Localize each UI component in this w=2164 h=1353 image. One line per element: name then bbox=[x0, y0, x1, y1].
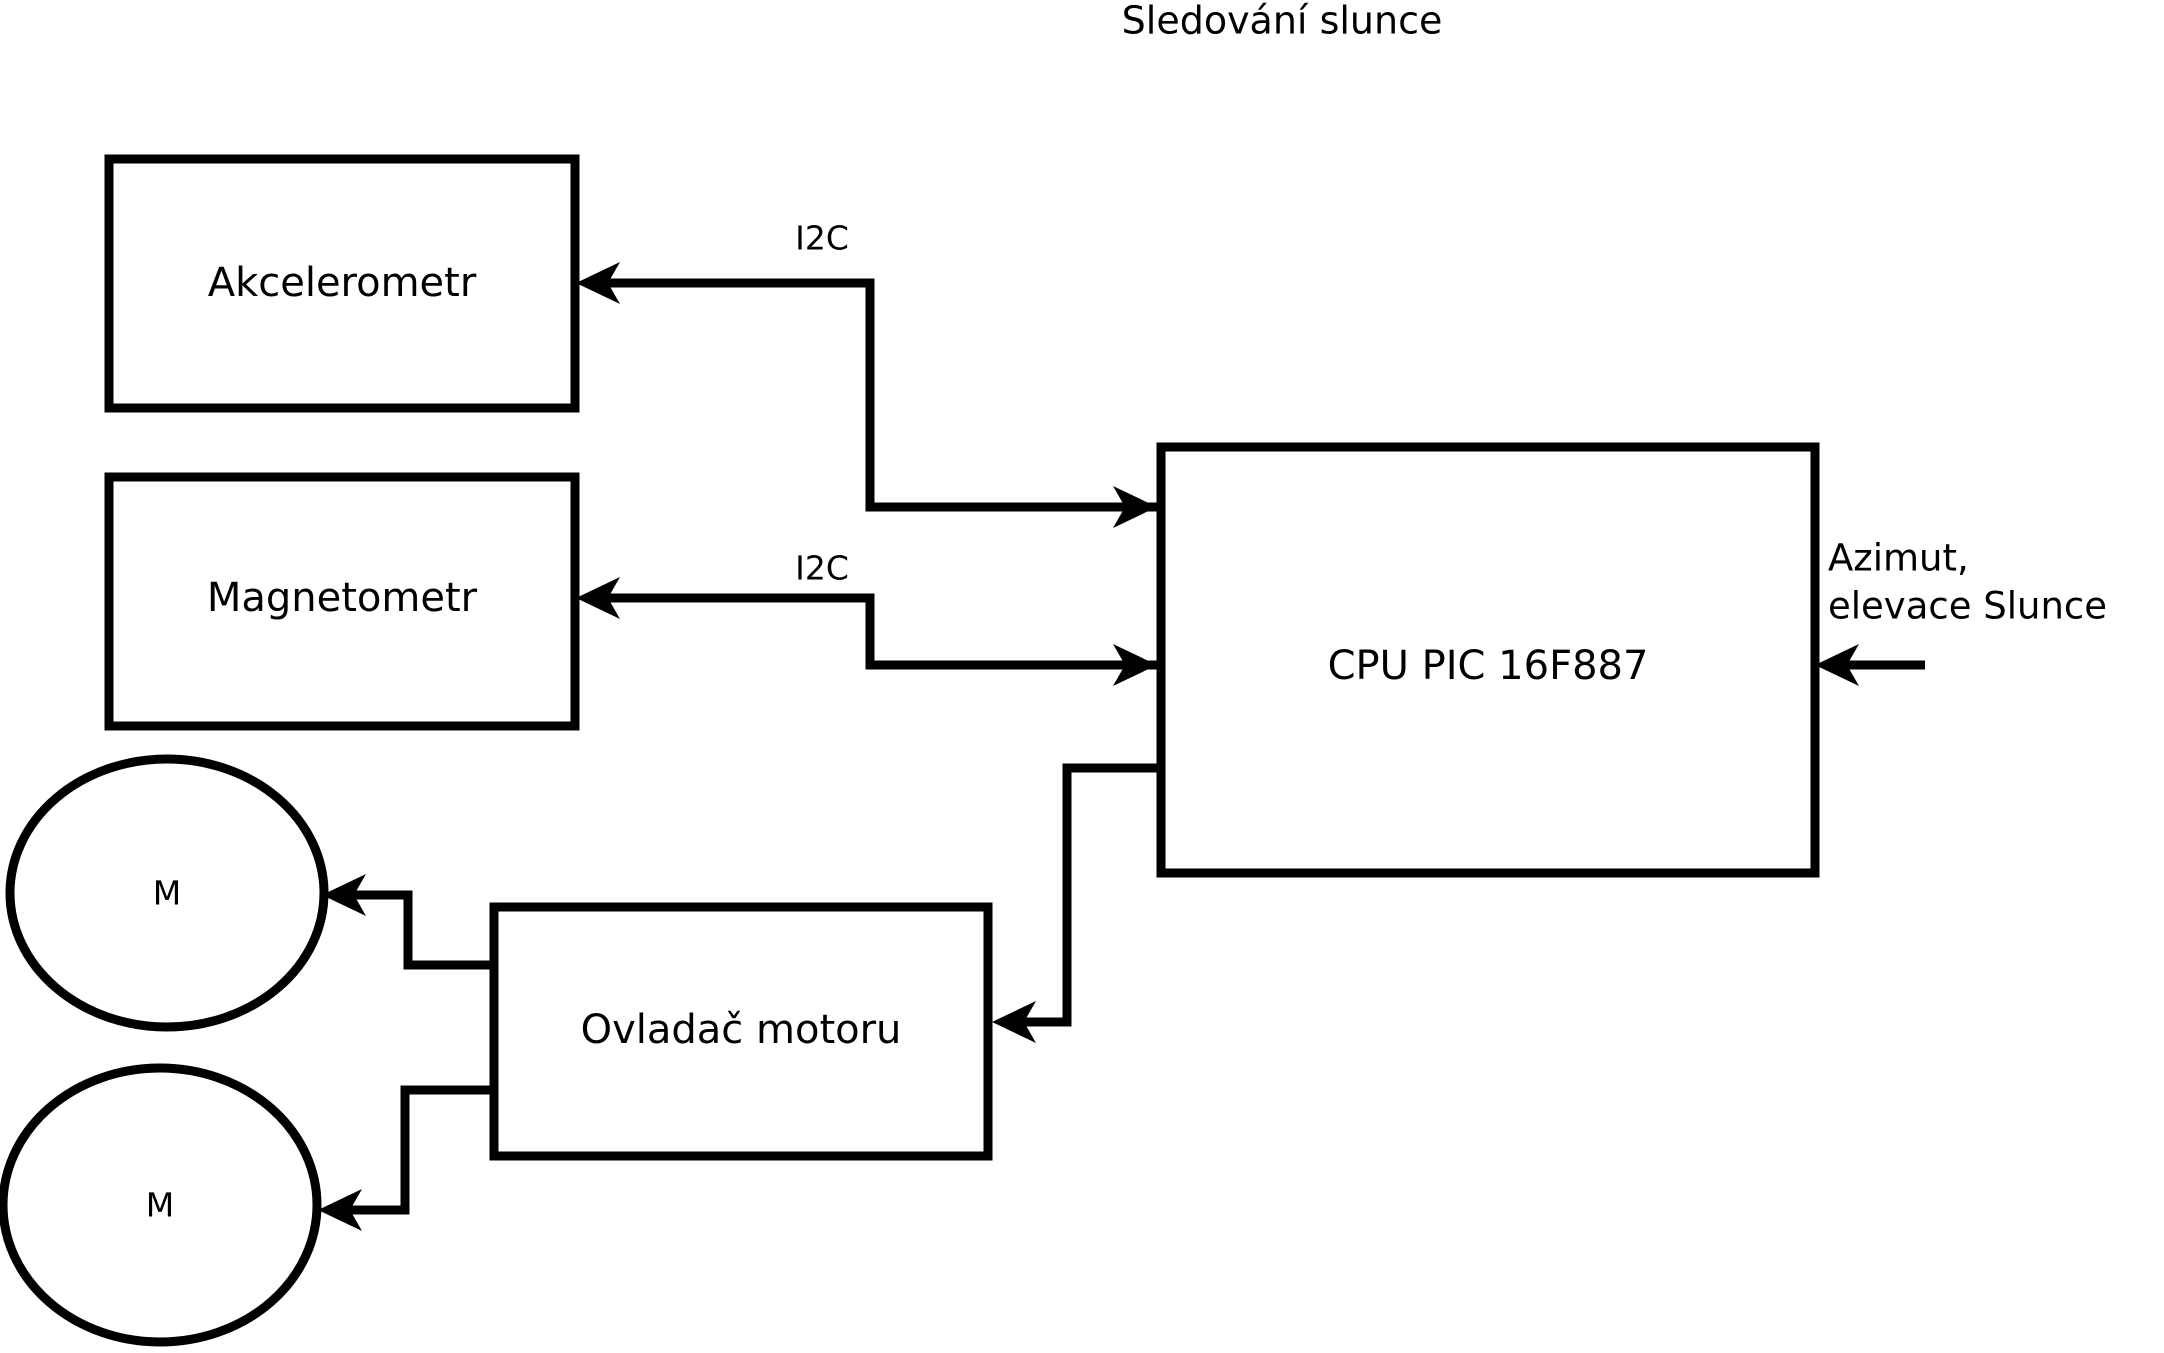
motor-1-label: M bbox=[153, 874, 181, 913]
edge-motor-driver-to-motor-2 bbox=[318, 1085, 490, 1231]
arrowhead-motor-driver bbox=[992, 1001, 1036, 1043]
accelerometer-label: Akcelerometr bbox=[208, 260, 477, 306]
arrowhead-cpu-middle bbox=[1113, 644, 1157, 686]
arrowhead-accelerometer bbox=[576, 262, 620, 304]
external-input-label-line1: Azimut, bbox=[1828, 537, 1969, 580]
motor-2-circle[interactable] bbox=[0, 1063, 322, 1347]
magnetometer-box[interactable] bbox=[104, 472, 580, 731]
edge-cpu-to-accelerometer bbox=[576, 262, 1157, 512]
magnetometer-label: Magnetometr bbox=[207, 575, 478, 621]
external-input-label-line2: elevace Slunce bbox=[1828, 585, 2107, 628]
arrowhead-cpu-right bbox=[1815, 644, 1859, 686]
i2c-label-magnetometer: I2C bbox=[795, 549, 849, 588]
motor-driver-label: Ovladač motoru bbox=[581, 1007, 902, 1053]
accelerometer-box[interactable] bbox=[104, 154, 580, 413]
edge-accelerometer-to-cpu bbox=[1113, 486, 1157, 528]
page-title: Sledování slunce bbox=[1122, 0, 1443, 43]
node-motor-driver[interactable]: Ovladač motoru bbox=[489, 902, 993, 1161]
node-motor-1[interactable]: M bbox=[5, 754, 329, 1032]
edge-cpu-to-magnetometer bbox=[576, 577, 1157, 686]
arrowhead-motor-2 bbox=[318, 1189, 362, 1231]
arrowhead-magnetometer bbox=[576, 577, 620, 619]
node-cpu[interactable]: CPU PIC 16F887 bbox=[1156, 442, 1820, 878]
node-magnetometer[interactable]: Magnetometr bbox=[104, 472, 580, 731]
motor-1-circle[interactable] bbox=[5, 754, 329, 1032]
node-motor-2[interactable]: M bbox=[0, 1063, 322, 1347]
motor-driver-box[interactable] bbox=[489, 902, 993, 1161]
edge-cpu-to-motor-driver bbox=[992, 763, 1157, 1043]
edge-motor-driver-to-motor-1 bbox=[322, 874, 490, 970]
cpu-box[interactable] bbox=[1156, 442, 1820, 878]
node-accelerometer[interactable]: Akcelerometr bbox=[104, 154, 580, 413]
cpu-label: CPU PIC 16F887 bbox=[1328, 643, 1649, 689]
arrowhead-cpu-top bbox=[1113, 486, 1157, 528]
arrowhead-motor-1 bbox=[322, 874, 366, 916]
i2c-label-accelerometer: I2C bbox=[795, 219, 849, 258]
edge-external-input-to-cpu bbox=[1815, 644, 1925, 686]
motor-2-label: M bbox=[146, 1186, 174, 1225]
